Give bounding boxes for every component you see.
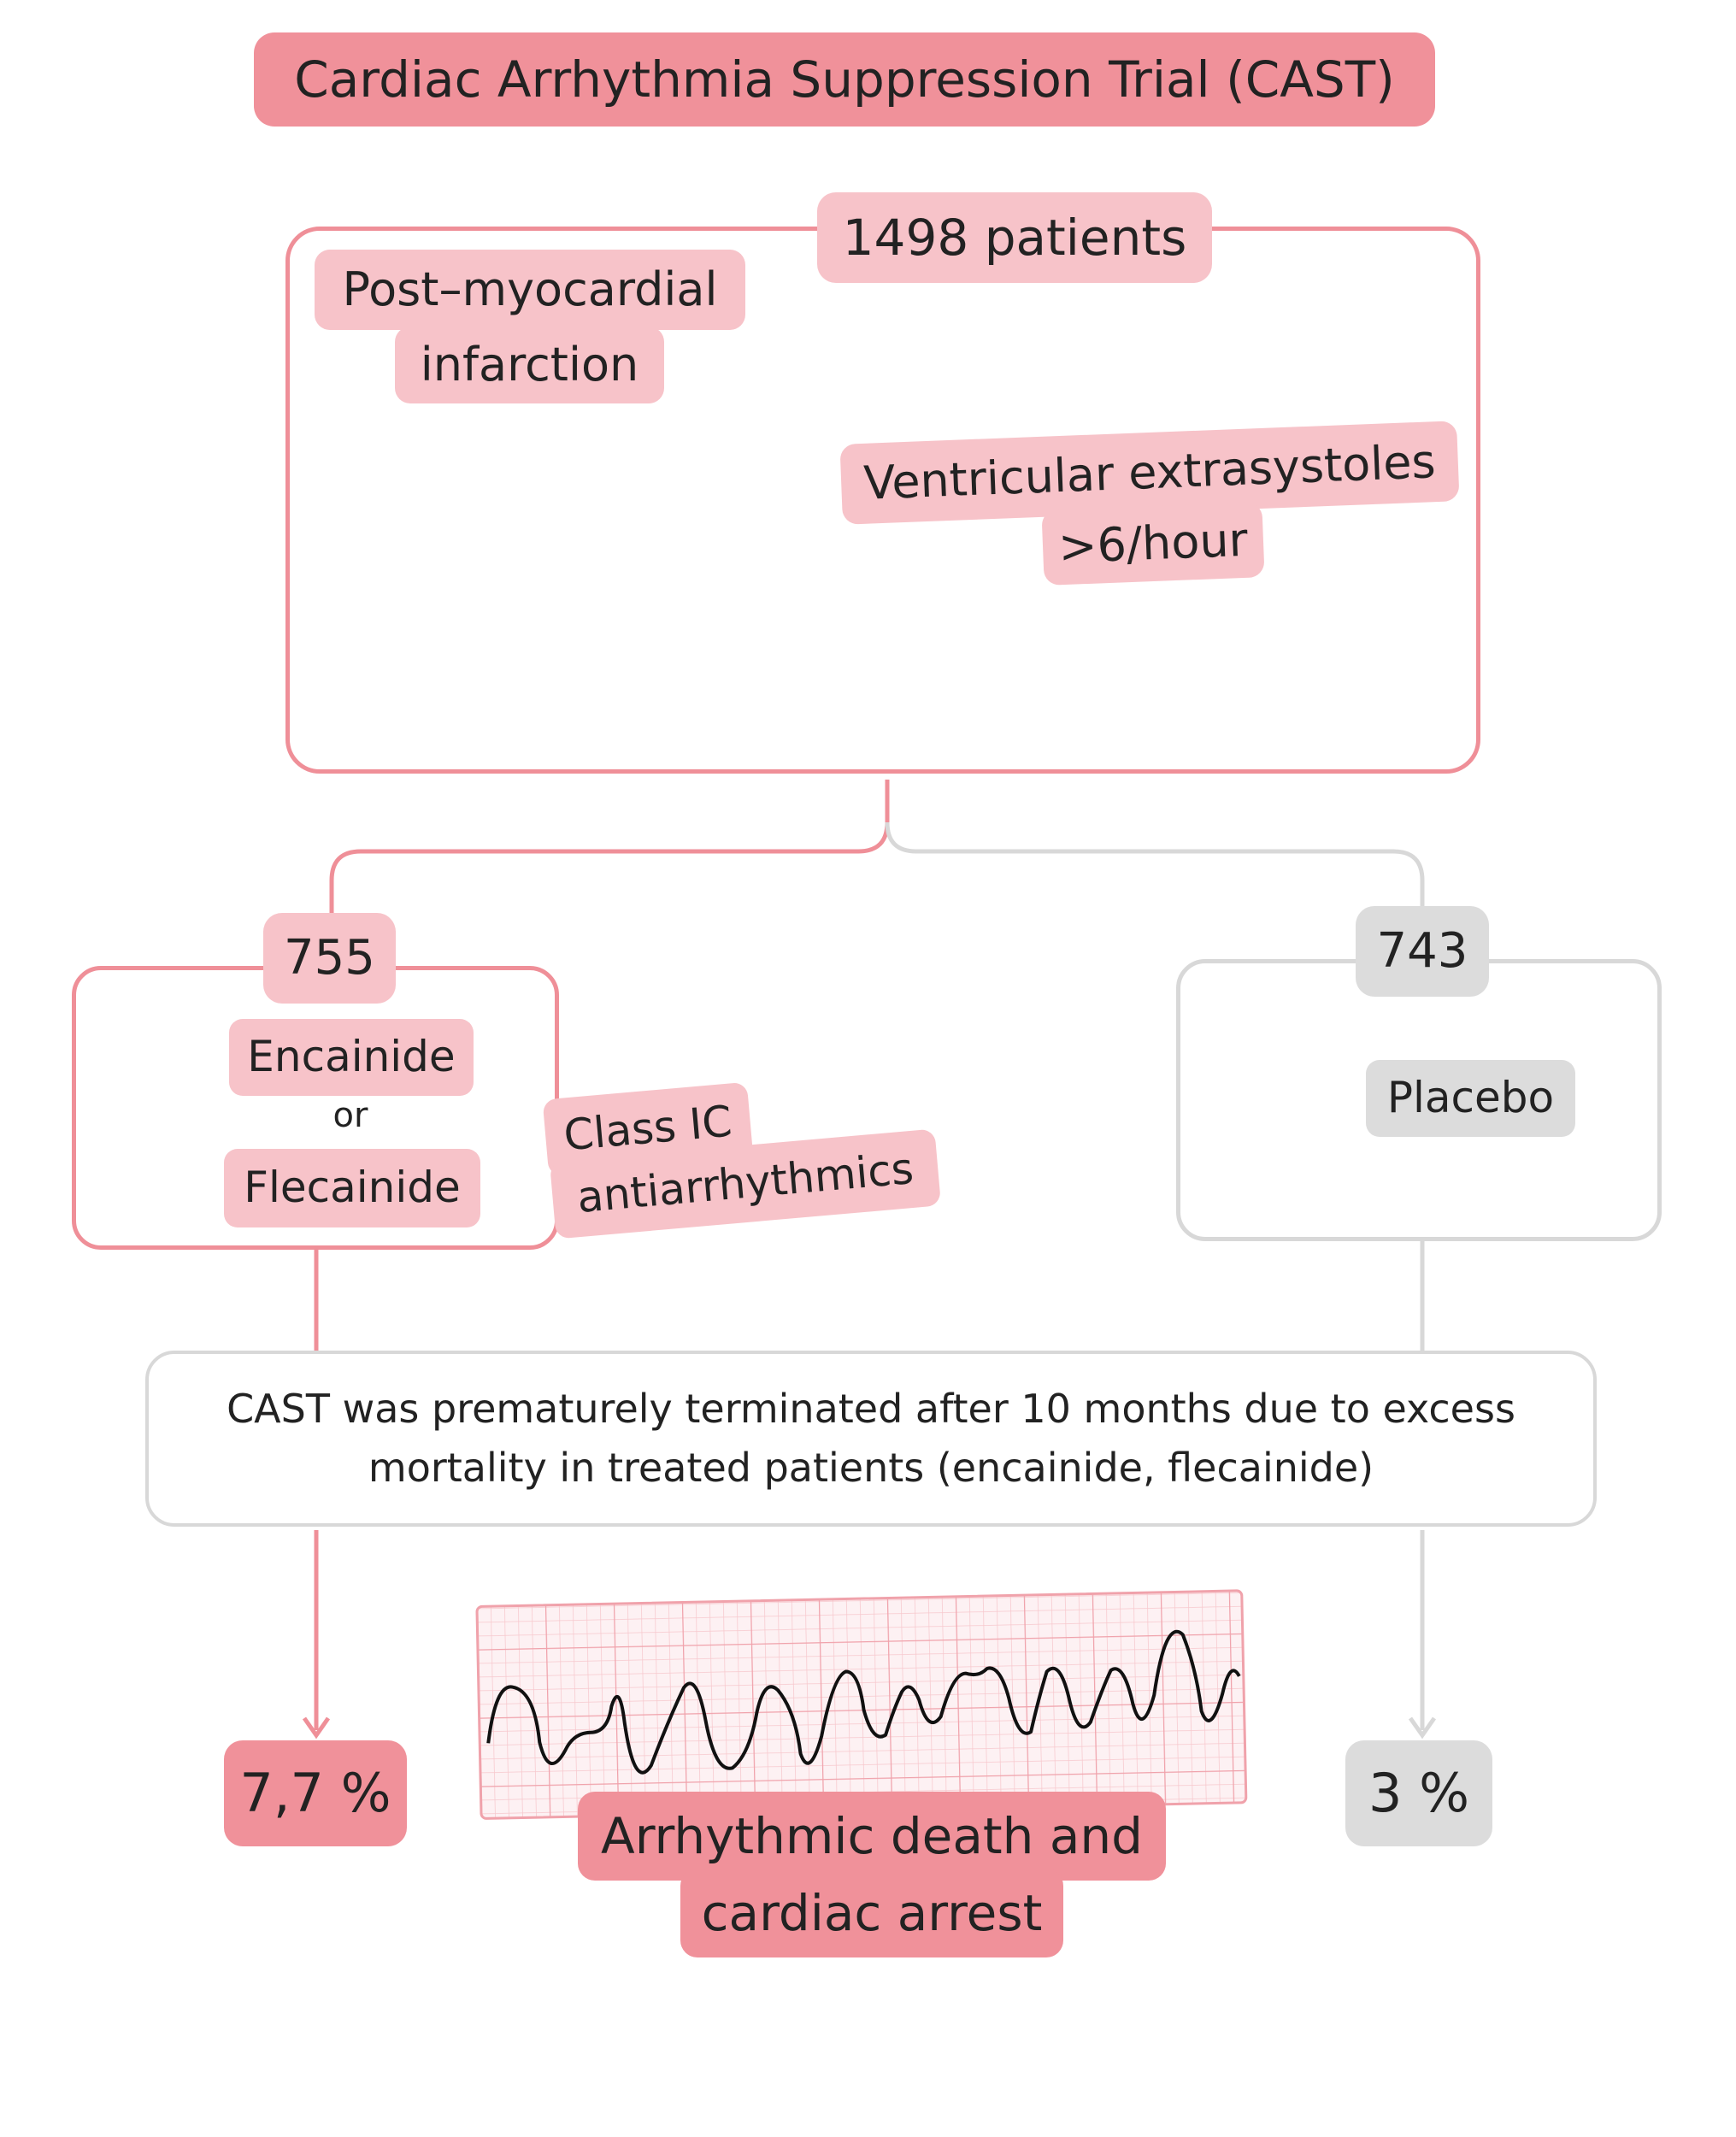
placebo-arrow-icon bbox=[1408, 1716, 1437, 1740]
mi-label-line2: infarction bbox=[395, 327, 664, 403]
treatment-count-badge: 755 bbox=[263, 913, 396, 1004]
outcome-label-line1: Arrhythmic death and bbox=[578, 1792, 1166, 1881]
title-text: Cardiac Arrhythmia Suppression Trial (CA… bbox=[294, 50, 1395, 109]
termination-line2: mortality in treated patients (encainide… bbox=[368, 1445, 1374, 1491]
branch-connector-placebo bbox=[885, 821, 1425, 919]
placebo-label: Placebo bbox=[1366, 1060, 1575, 1137]
page-title: Cardiac Arrhythmia Suppression Trial (CA… bbox=[254, 32, 1435, 127]
total-patients-text: 1498 patients bbox=[842, 208, 1187, 267]
treated-arrow-icon bbox=[302, 1716, 331, 1740]
placebo-rate-badge: 3 % bbox=[1345, 1740, 1492, 1846]
mi-label-line1: Post–myocardial bbox=[315, 250, 745, 330]
flecainide-label: Flecainide bbox=[224, 1149, 480, 1227]
termination-line1: CAST was prematurely terminated after 10… bbox=[227, 1386, 1515, 1432]
encainide-label: Encainide bbox=[229, 1019, 474, 1096]
ves-label-line2: >6/hour bbox=[1041, 502, 1265, 586]
outcome-label-line2: cardiac arrest bbox=[680, 1869, 1063, 1957]
ecg-fibrillation-strip bbox=[475, 1589, 1248, 1820]
total-patients-badge: 1498 patients bbox=[817, 192, 1212, 283]
or-connector-text: or bbox=[332, 1096, 368, 1135]
termination-note-box: CAST was prematurely terminated after 10… bbox=[145, 1351, 1597, 1527]
treated-rate-badge: 7,7 % bbox=[224, 1740, 407, 1846]
branch-connector-treated bbox=[329, 780, 890, 919]
placebo-count-badge: 743 bbox=[1356, 906, 1489, 997]
